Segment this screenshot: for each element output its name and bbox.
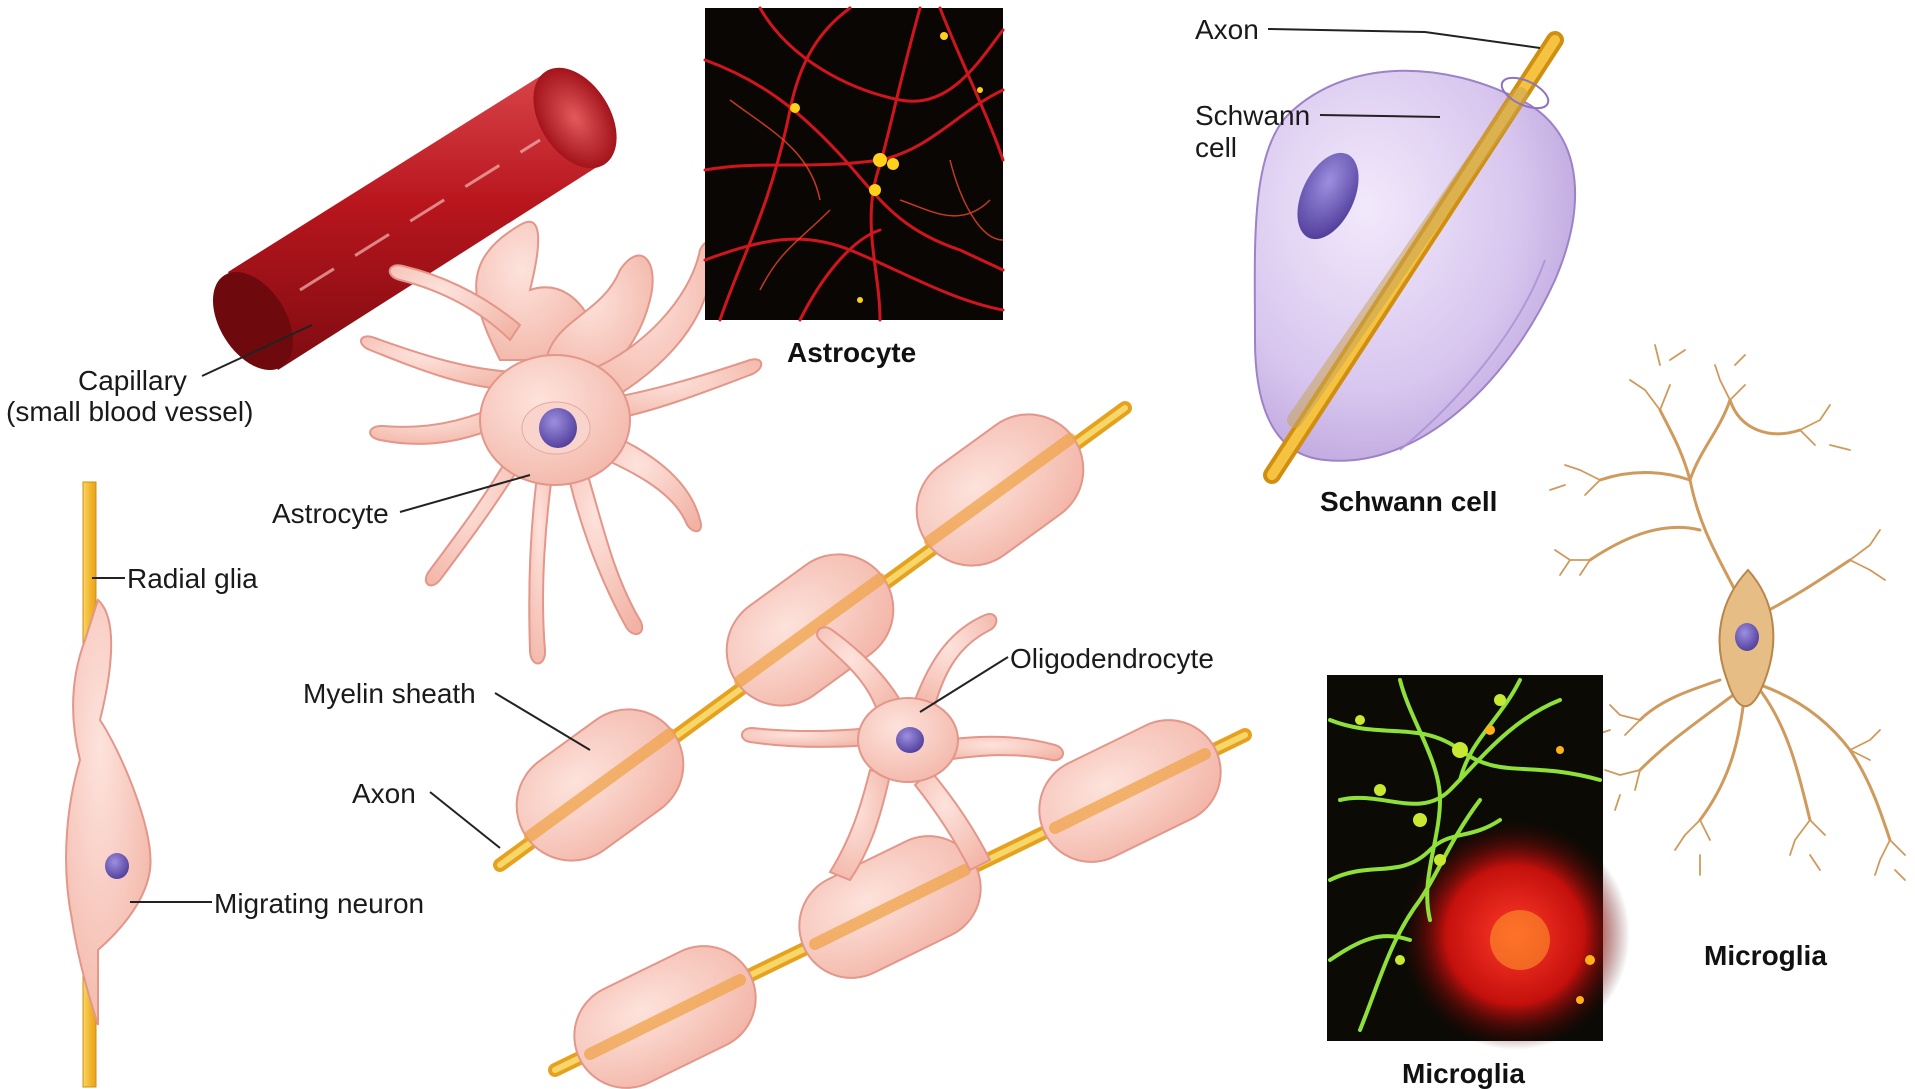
caption-schwann-cell: Schwann cell (1320, 486, 1497, 517)
caption-microglia-photo: Microglia (1402, 1058, 1525, 1089)
label-schwann-line1: Schwann (1195, 100, 1310, 131)
label-axon-top: Axon (1195, 14, 1259, 45)
label-astrocyte: Astrocyte (272, 498, 389, 529)
microglia-cell (1550, 345, 1905, 880)
label-migrating-neuron: Migrating neuron (214, 888, 424, 919)
label-oligodendrocyte: Oligodendrocyte (1010, 643, 1214, 674)
label-radial-glia: Radial glia (127, 563, 258, 594)
caption-microglia-drawing: Microglia (1704, 940, 1827, 971)
label-schwann-line2: cell (1195, 132, 1237, 163)
migrating-neuron-cell (66, 600, 150, 1025)
caption-astrocyte: Astrocyte (787, 337, 916, 368)
label-capillary-line2: (small blood vessel) (6, 396, 253, 427)
label-capillary-line1: Capillary (78, 365, 187, 396)
microglia-micrograph (1327, 675, 1630, 1050)
astrocyte-micrograph (705, 8, 1003, 320)
label-axon-mid: Axon (352, 778, 416, 809)
astrocyte-cell (361, 222, 761, 664)
label-myelin-sheath: Myelin sheath (303, 678, 476, 709)
